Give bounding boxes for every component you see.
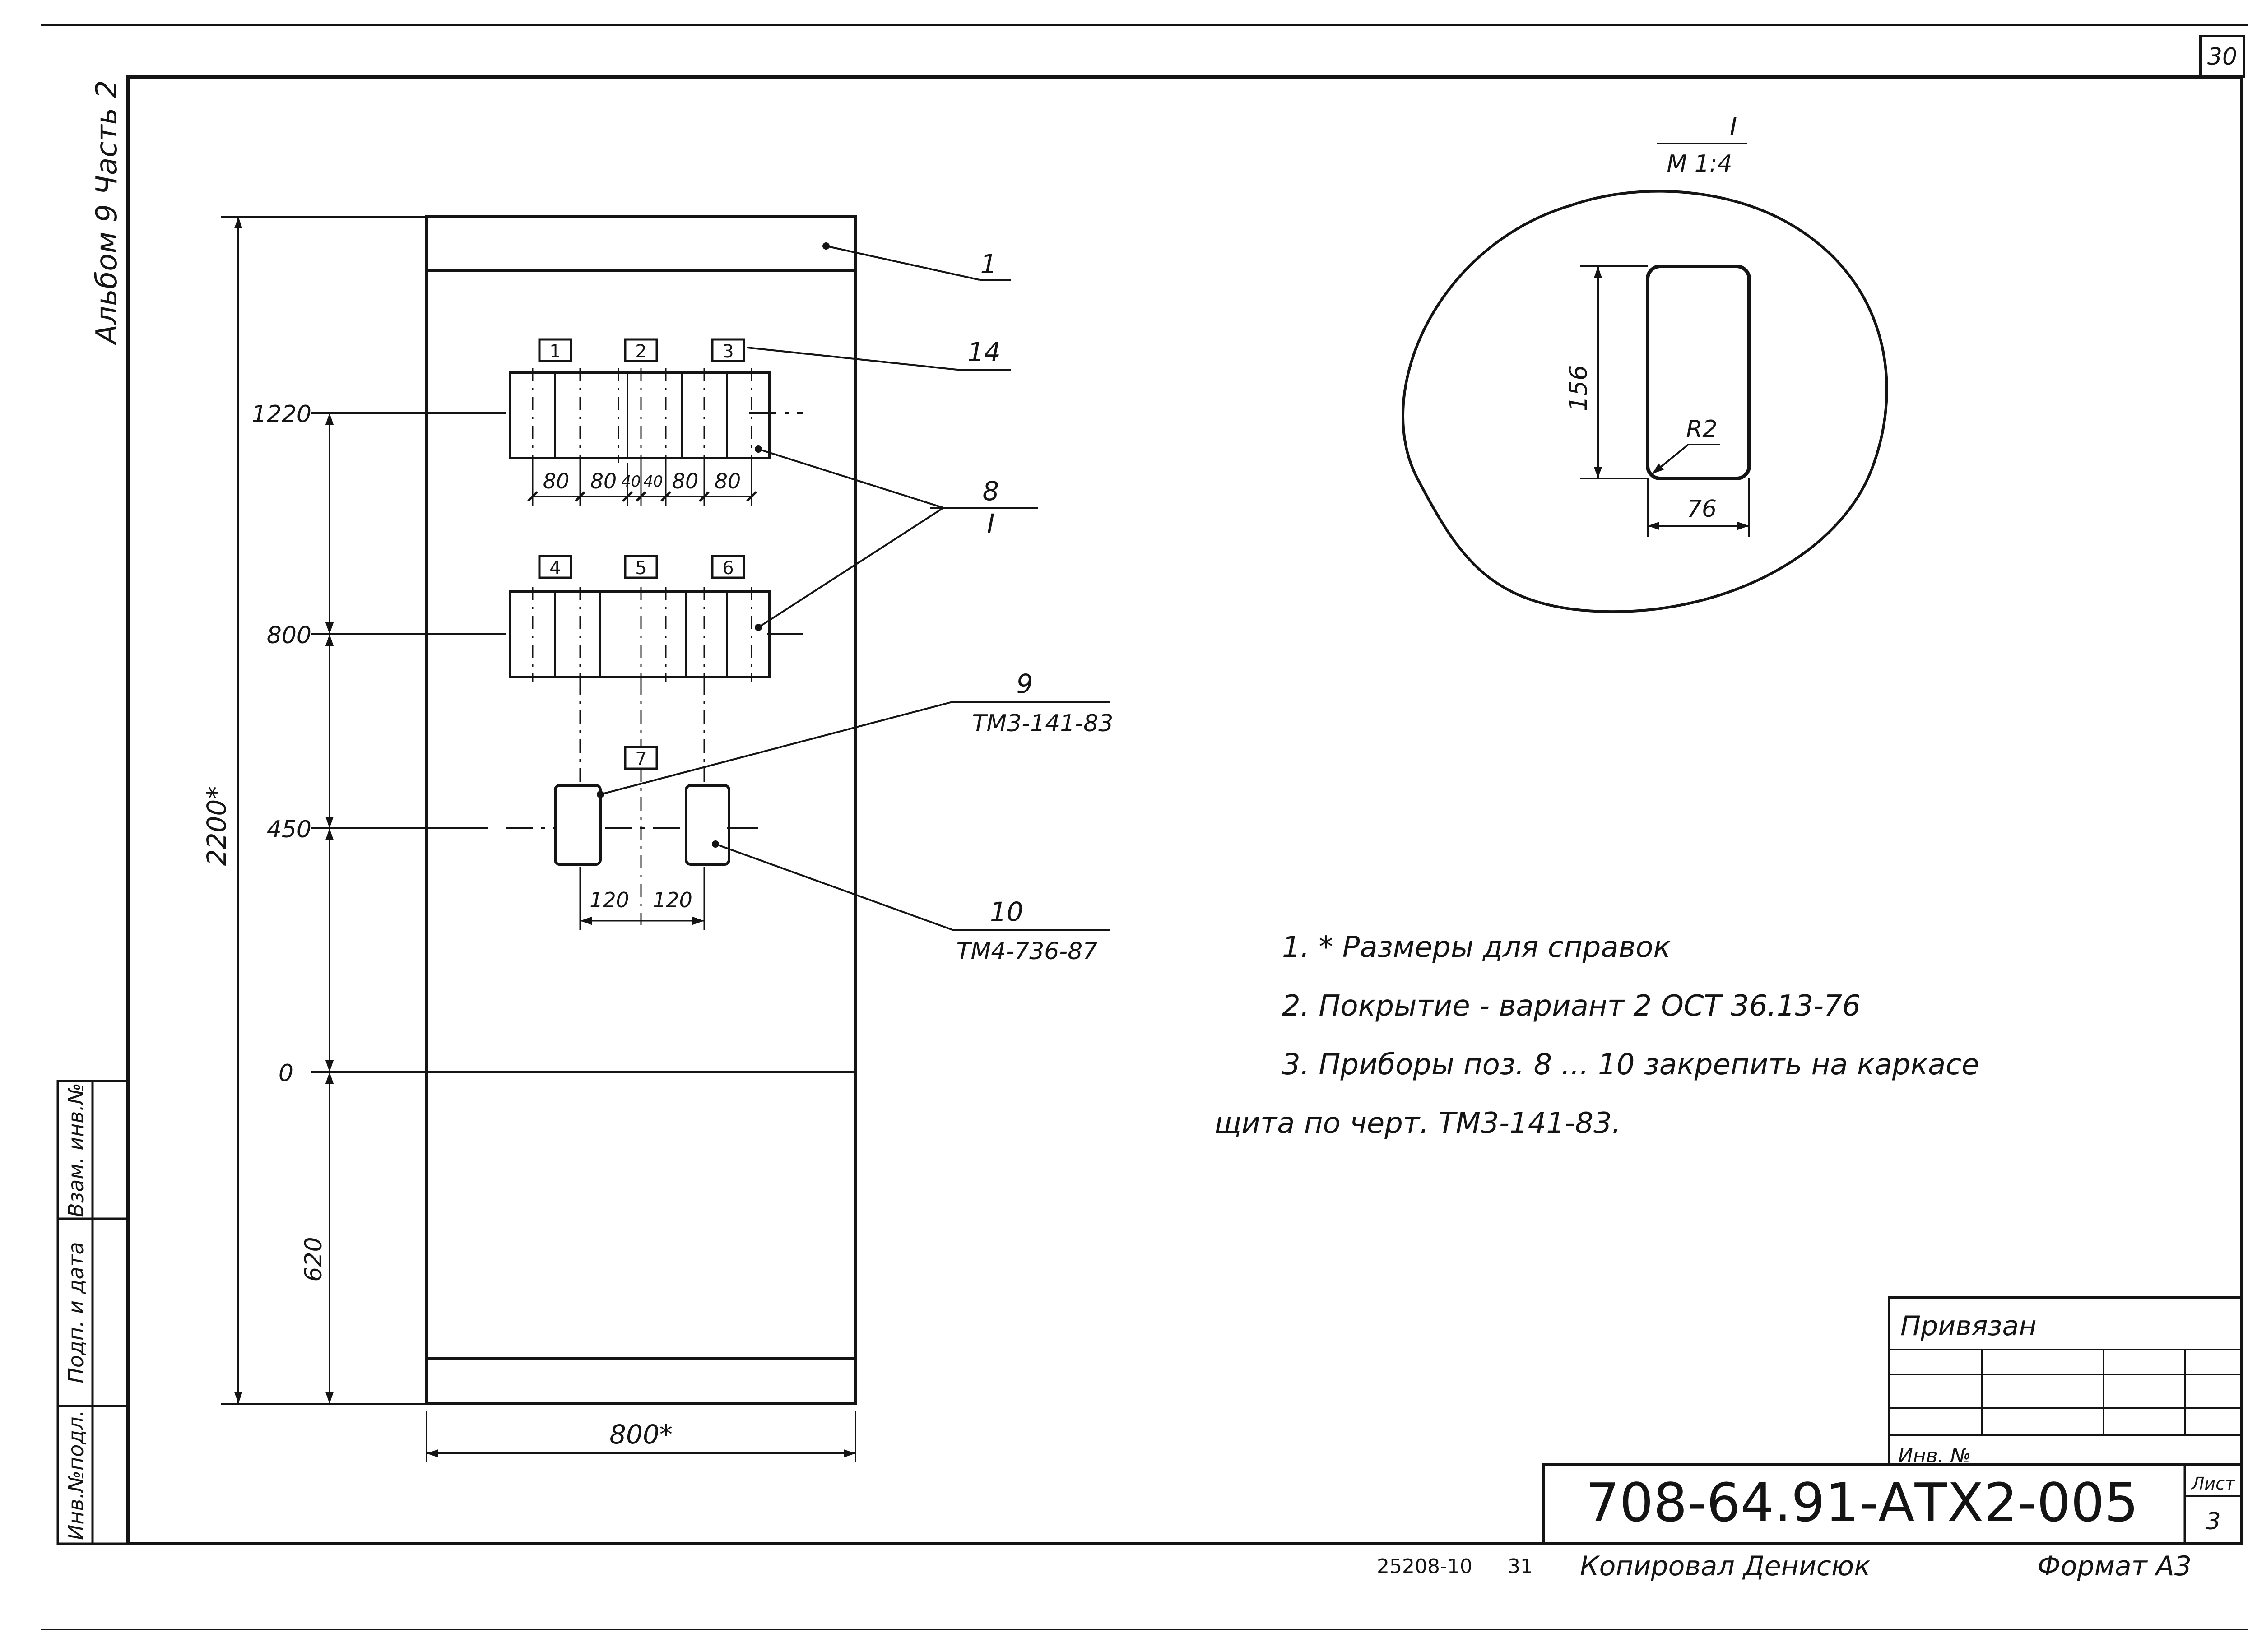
sheet-counter: 30 xyxy=(2207,43,2237,70)
spacing-label: 40 xyxy=(621,473,641,491)
sheet-label: Лист xyxy=(2191,1474,2236,1494)
note-4: щита по черт. ТМ3-141-83. xyxy=(1214,1107,1621,1140)
album-label: Альбом 9 Часть 2 xyxy=(90,80,124,346)
detail-view-mark: I xyxy=(1730,112,1737,142)
position-tags xyxy=(538,338,745,770)
overall-width-label: 800* xyxy=(609,1419,673,1450)
spacing-label: 40 xyxy=(643,473,663,491)
callout-9-ref: ТМ3-141-83 xyxy=(972,710,1114,737)
callout-10-ref: ТМ4-736-87 xyxy=(957,938,1098,965)
detail-cutout xyxy=(1646,265,1751,480)
copied-by: Копировал Денисюк xyxy=(1580,1550,1871,1582)
detail-dimensions xyxy=(1580,265,1750,537)
callout-8: 8 xyxy=(983,476,999,506)
panel-outline xyxy=(425,215,857,1405)
position-tag-7: 7 xyxy=(635,749,646,770)
inv-label: Инв. № xyxy=(1898,1444,1971,1467)
level-800-label: 800 xyxy=(267,622,311,649)
order-number: 25208-10 xyxy=(1377,1555,1472,1578)
detail-height-label: 156 xyxy=(1564,365,1593,411)
note-2: 2. Покрытие - вариант 2 ОСТ 36.13-76 xyxy=(1282,989,1861,1023)
spacing-label: 80 xyxy=(715,469,741,493)
position-tag-2: 2 xyxy=(635,341,646,362)
spacing-label: 80 xyxy=(543,469,570,493)
callout-10: 10 xyxy=(990,896,1023,927)
callout-14: 14 xyxy=(967,337,1001,367)
callout-8-view: I xyxy=(987,508,994,539)
callout-1: 1 xyxy=(980,249,997,279)
bound-label: Привязан xyxy=(1900,1310,2037,1342)
detail-break-outline xyxy=(1402,190,1888,613)
spacing-label: 80 xyxy=(672,469,699,493)
level-450-label: 450 xyxy=(267,816,311,843)
drawing-designation: 708-64.91-АТХ2-005 xyxy=(1586,1471,2139,1534)
note-1: 1. * Размеры для справок xyxy=(1282,931,1671,964)
level-0-label: 0 xyxy=(279,1060,293,1087)
position-tag-6: 6 xyxy=(722,558,734,579)
sheet-frame xyxy=(41,24,2248,1630)
side-stamp-inv: Инв.№подл. xyxy=(64,1410,88,1540)
overall-height-label: 2200* xyxy=(201,786,232,866)
note-3: 3. Приборы поз. 8 ... 10 закрепить на ка… xyxy=(1282,1048,1979,1081)
level-lines xyxy=(221,216,803,1405)
detail-radius-label: R2 xyxy=(1686,416,1717,443)
detail-view-scale: М 1:4 xyxy=(1667,150,1732,177)
position-tag-3: 3 xyxy=(722,341,734,362)
spacing-dimension xyxy=(527,463,757,506)
instrument-row-middle xyxy=(509,587,771,682)
position-tag-4: 4 xyxy=(549,558,561,579)
position-tag-1: 1 xyxy=(549,341,561,362)
lower-spacing-label: 120 xyxy=(590,888,629,912)
dimension-lines xyxy=(234,217,856,1462)
side-stamp-sign: Подп. и дата xyxy=(64,1242,88,1383)
sheet-number: 3 xyxy=(2206,1508,2220,1535)
instrument-row-upper xyxy=(509,368,771,463)
title-block xyxy=(1542,1296,2243,1545)
leader-lines xyxy=(600,245,1110,931)
lower-spacing-label: 120 xyxy=(653,888,692,912)
order-sheet: 31 xyxy=(1508,1555,1533,1578)
dim-620-label: 620 xyxy=(300,1237,327,1281)
instrument-row-lower xyxy=(554,682,730,930)
position-tag-5: 5 xyxy=(635,558,646,579)
leader-dots xyxy=(597,242,830,848)
side-stamp-replace: Взам. инв.№ xyxy=(64,1083,88,1217)
callout-9: 9 xyxy=(1017,668,1033,699)
side-stamp xyxy=(56,1080,129,1545)
level-1220-label: 1220 xyxy=(252,401,311,428)
format-label: Формат А3 xyxy=(2037,1550,2192,1582)
spacing-label: 80 xyxy=(590,469,617,493)
detail-width-label: 76 xyxy=(1687,496,1717,523)
